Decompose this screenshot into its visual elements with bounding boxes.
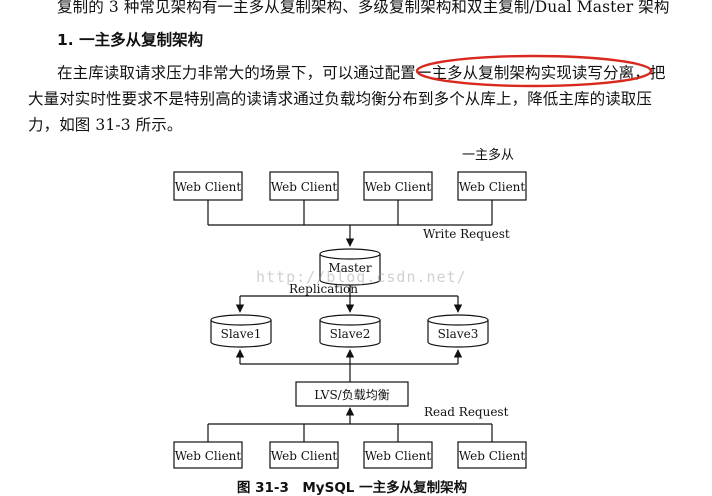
slave-label-2: Slave2 bbox=[330, 327, 371, 341]
lvs-label: LVS/负载均衡 bbox=[314, 388, 389, 402]
slave-db-3: Slave3 bbox=[427, 314, 489, 348]
para-line3: 力，如图 31-3 所示。 bbox=[28, 116, 183, 134]
bottom-client-box-4 bbox=[457, 441, 527, 469]
section-title: 1. 一主多从复制架构 bbox=[57, 31, 204, 49]
bottom-client-label-4: Web Client bbox=[459, 449, 526, 463]
lvs-box bbox=[295, 381, 409, 407]
watermark: http://blog.csdn.net/ bbox=[256, 268, 467, 286]
body-paragraph: 在主库读取请求压力非常大的场景下，可以通过配置一主多从复制架构实现读写分离，把 … bbox=[28, 60, 688, 138]
slave-label-3: Slave3 bbox=[438, 327, 479, 341]
slave-db-1: Slave1 bbox=[210, 314, 272, 348]
top-client-label-3: Web Client bbox=[365, 180, 432, 194]
bottom-client-box-3 bbox=[363, 441, 433, 469]
lvs-to-slave-connectors bbox=[235, 349, 463, 382]
para-line1-prefix: 在主库读取请求压力非常大的场景下，可以通过配置 bbox=[57, 64, 416, 82]
corner-label: 一主多从 bbox=[462, 147, 514, 163]
slave-db-2: Slave2 bbox=[319, 314, 381, 348]
read-request-label: Read Request bbox=[424, 405, 509, 419]
bottom-client-box-1 bbox=[173, 441, 243, 469]
slave-label-1: Slave1 bbox=[221, 327, 262, 341]
para-line1-highlight: 一主多从复制架构实现读写分离 bbox=[415, 64, 635, 82]
top-connectors bbox=[207, 200, 493, 247]
bottom-client-label-2: Web Client bbox=[271, 449, 338, 463]
figure-caption: 图 31-3 MySQL 一主多从复制架构 bbox=[237, 479, 467, 496]
top-client-label-1: Web Client bbox=[175, 180, 242, 194]
write-request-label: Write Request bbox=[423, 227, 510, 241]
top-client-row: Web Client Web Client Web Client Web Cli… bbox=[173, 171, 527, 201]
replication-connectors bbox=[235, 285, 463, 313]
master-db: Master bbox=[319, 248, 381, 286]
para-line2: 大量对实时性要求不是特别高的读请求通过负载均衡分布到多个从库上，降低主库的读取压 bbox=[28, 90, 653, 108]
top-client-label-4: Web Client bbox=[459, 180, 526, 194]
bottom-client-row: Web Client Web Client Web Client Web Cli… bbox=[173, 441, 527, 469]
bottom-connectors bbox=[207, 407, 493, 442]
replication-label: Replication bbox=[289, 282, 358, 296]
top-client-box-1 bbox=[173, 171, 243, 201]
bottom-client-label-1: Web Client bbox=[175, 449, 242, 463]
top-client-label-2: Web Client bbox=[271, 180, 338, 194]
bottom-client-box-2 bbox=[269, 441, 339, 469]
intro-line: 复制的 3 种常见架构有一主多从复制架构、多级复制架构和双主复制/Dual Ma… bbox=[57, 0, 670, 16]
bottom-client-label-3: Web Client bbox=[365, 449, 432, 463]
master-label: Master bbox=[328, 261, 372, 275]
highlight-ellipse bbox=[415, 54, 653, 88]
